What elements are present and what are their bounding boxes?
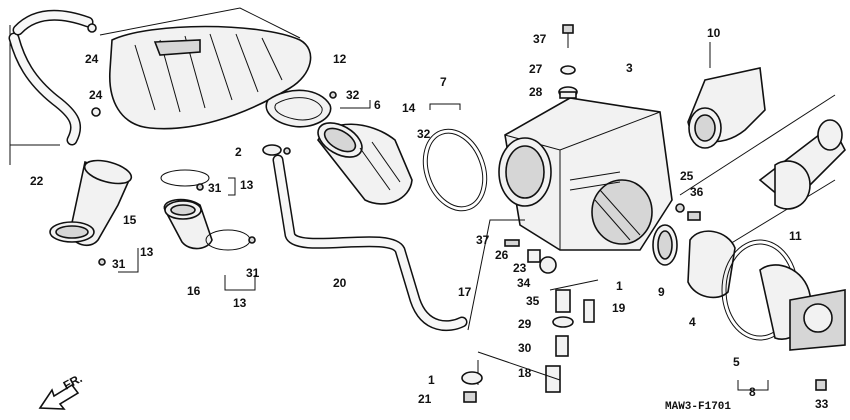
drain-hose [272,154,468,332]
part-label: 32 [346,88,360,102]
part-label: 31 [246,266,260,280]
air-duct-10 [687,42,766,149]
part-label: 21 [418,392,432,406]
part-label: 16 [187,284,201,298]
part-label: 30 [518,341,532,355]
part-label: 27 [529,62,543,76]
part-label: 31 [112,257,126,271]
part-label: 15 [123,213,137,227]
part-label: 13 [233,296,247,310]
inlet-pipe-15 [49,159,139,273]
part-label: 34 [517,276,531,290]
top-hardware [558,24,578,99]
band-clamp-large [422,103,488,212]
air-cover [99,7,312,130]
part-label: 9 [658,285,665,299]
part-label: 31 [208,181,222,195]
front-direction-arrow: FR. [38,371,84,410]
part-label: 18 [518,366,532,380]
cover-gasket [265,89,371,128]
part-label: 5 [733,355,740,369]
connecting-tube [317,122,413,205]
part-label: 33 [815,397,829,411]
filter-assembly [652,224,846,391]
part-label: 13 [240,178,254,192]
part-label: 7 [440,75,447,89]
part-label: 37 [476,233,490,247]
part-label: 24 [89,88,103,102]
air-cleaner-case [498,97,673,251]
center-hardware [461,219,599,403]
part-label: 36 [690,185,704,199]
drawing-code: MAW3-F1701 [665,401,731,413]
part-label: 12 [333,52,347,66]
part-label: 25 [680,169,694,183]
part-label: 22 [30,174,44,188]
part-label: 29 [518,317,532,331]
breather-hose-assembly [8,9,101,165]
part-label: 17 [458,285,472,299]
part-label: 2 [235,145,242,159]
part-label: 20 [333,276,347,290]
part-label: 35 [526,294,540,308]
part-label: 32 [417,127,431,141]
part-label: 28 [529,85,543,99]
part-label: 13 [140,245,154,259]
inlet-pipe-16 [160,169,256,291]
part-labels: 1 1 2 3 4 5 6 7 8 9 10 11 12 13 13 13 14… [30,26,829,411]
part-label: 37 [533,32,547,46]
part-label: 6 [374,98,381,112]
part-label: 8 [749,385,756,399]
part-label: 19 [612,301,626,315]
part-label: 26 [495,248,509,262]
small-hardware [98,91,827,391]
part-label: 24 [85,52,99,66]
part-label: 4 [689,315,696,329]
part-label: 11 [789,229,802,243]
part-label: 1 [428,373,435,387]
air-duct-11 [679,94,846,251]
part-label: 3 [626,61,633,75]
part-label: 23 [513,261,527,275]
part-label: 1 [616,279,623,293]
part-label: 14 [402,101,416,115]
part-label: 10 [707,26,721,40]
